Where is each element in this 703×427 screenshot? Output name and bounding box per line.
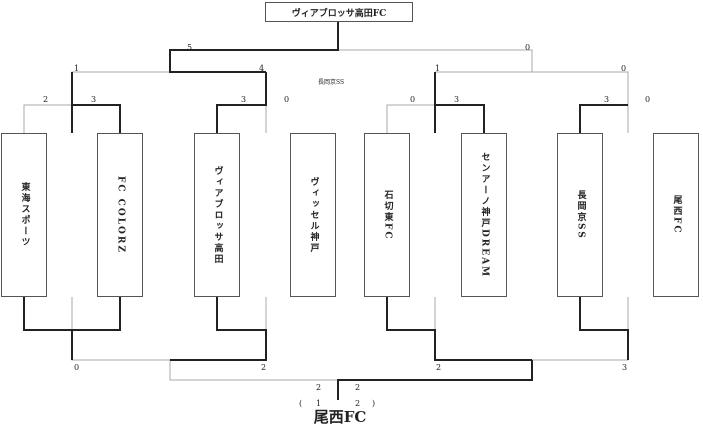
bottom-semi-score-4: 3 bbox=[622, 363, 628, 372]
r1-score-3: 3 bbox=[241, 95, 247, 104]
team-box-1: 東海スポーツ bbox=[1, 133, 47, 297]
pk-open-paren: ( bbox=[299, 399, 303, 408]
bottom-final-score-left: 2 bbox=[316, 383, 322, 392]
team-box-8: 尾西FC bbox=[653, 133, 699, 297]
r1-score-4: 0 bbox=[284, 95, 290, 104]
r1-score-2: 3 bbox=[91, 95, 97, 104]
team-name: センアーノ神戸DREAM bbox=[479, 151, 490, 279]
subtitle-label: 長岡京SS bbox=[318, 79, 345, 86]
bottom-semi-score-3: 2 bbox=[436, 363, 442, 372]
team-name: 東海スポーツ bbox=[19, 182, 30, 248]
team-name: ヴィアブロッサ高田 bbox=[212, 165, 223, 265]
top-semi-score-1: 1 bbox=[74, 64, 80, 73]
team-name: ヴィッセル神戸 bbox=[308, 176, 319, 254]
team-name: 石切東FC bbox=[382, 189, 393, 241]
r1-score-6: 3 bbox=[454, 95, 460, 104]
team-name: 尾西FC bbox=[671, 195, 682, 235]
top-semi-score-4: 0 bbox=[621, 64, 627, 73]
top-semi-score-3: 1 bbox=[435, 64, 441, 73]
page-title: ヴィアブロッサ高田FC bbox=[265, 2, 413, 22]
top-final-score-left: 5 bbox=[187, 43, 193, 52]
team-box-7: 長岡京SS bbox=[557, 133, 603, 297]
top-final-score-right: 0 bbox=[525, 43, 531, 52]
team-box-2: FC COLORZ bbox=[97, 133, 143, 297]
team-box-3: ヴィアブロッサ高田 bbox=[194, 133, 240, 297]
bottom-final-score-right: 2 bbox=[355, 383, 361, 392]
champion-label: 尾西FC bbox=[313, 408, 367, 426]
pk-score-left: 1 bbox=[316, 399, 322, 408]
team-box-4: ヴィッセル神戸 bbox=[290, 133, 336, 297]
r1-score-8: 0 bbox=[645, 95, 651, 104]
team-box-5: 石切東FC bbox=[364, 133, 410, 297]
team-name: FC COLORZ bbox=[115, 176, 126, 254]
bottom-semi-score-2: 2 bbox=[261, 363, 267, 372]
team-box-6: センアーノ神戸DREAM bbox=[461, 133, 507, 297]
pk-close-paren: ) bbox=[372, 399, 376, 408]
team-name: 長岡京SS bbox=[575, 190, 586, 240]
bottom-semi-score-1: 0 bbox=[74, 363, 80, 372]
top-semi-score-2: 4 bbox=[259, 64, 265, 73]
pk-score-right: 2 bbox=[355, 399, 361, 408]
r1-score-1: 2 bbox=[43, 95, 49, 104]
r1-score-5: 0 bbox=[410, 95, 416, 104]
r1-score-7: 3 bbox=[604, 95, 610, 104]
